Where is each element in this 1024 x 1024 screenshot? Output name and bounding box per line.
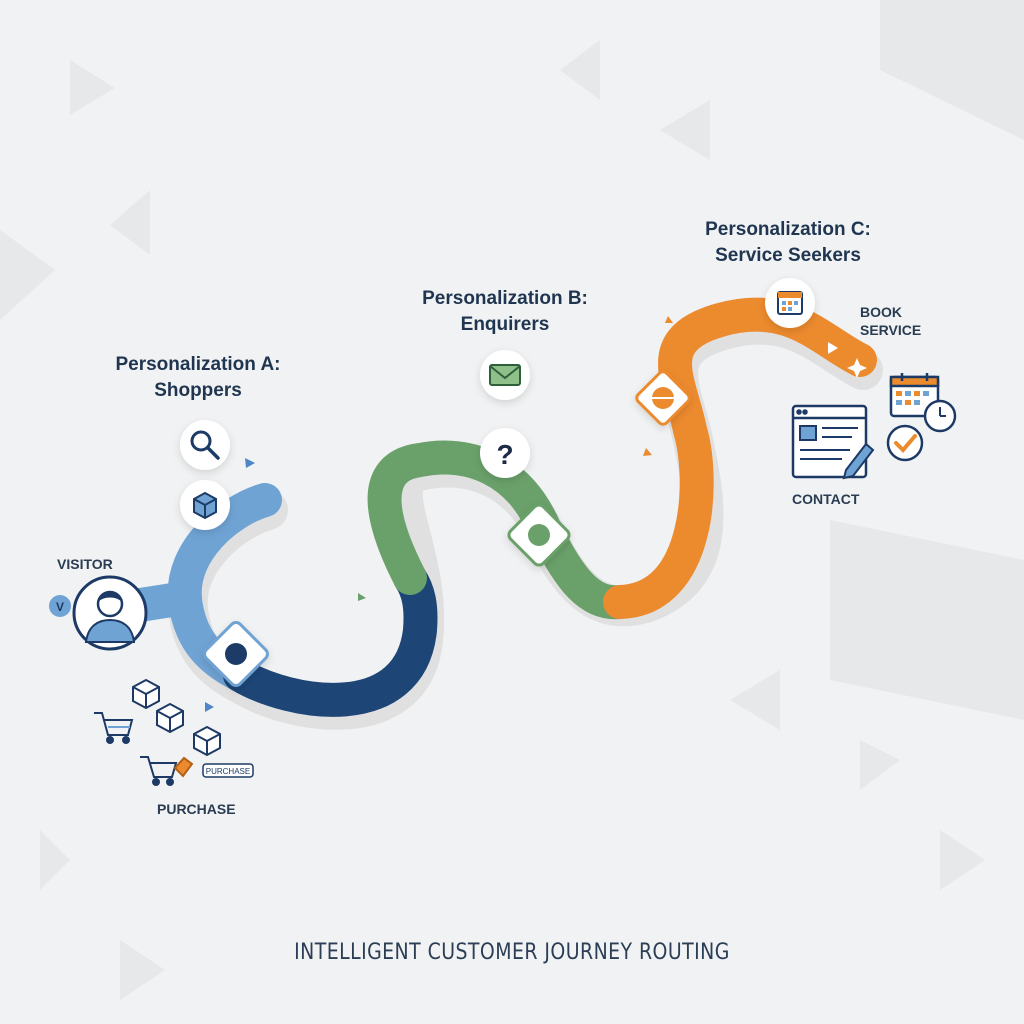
decision-node-b[interactable] xyxy=(506,502,571,567)
book-service-label: BOOK SERVICE xyxy=(860,303,921,339)
purchase-tag xyxy=(202,763,254,778)
heading-a-line2: Shoppers xyxy=(154,380,242,401)
visitor-label: VISITOR xyxy=(57,556,113,572)
cart-icon xyxy=(140,756,178,786)
background-shapes xyxy=(0,0,1024,1000)
svg-text:?: ? xyxy=(496,439,513,470)
path-sparkle xyxy=(847,358,867,378)
heading-c-line1: Personalization C: xyxy=(705,219,871,240)
tag-icon xyxy=(173,756,194,778)
heading-b-line2: Enquirers xyxy=(460,314,550,335)
decision-node-c[interactable] xyxy=(635,370,692,427)
purchase-label: PURCHASE xyxy=(157,801,236,817)
decision-node-a[interactable] xyxy=(202,620,270,688)
search-icon[interactable] xyxy=(180,420,230,470)
heading-personalization-b: Personalization B: Enquirers xyxy=(405,286,605,338)
visitor-badge-label: V xyxy=(56,600,64,614)
contact-label: CONTACT xyxy=(792,491,860,507)
book-label-line2: SERVICE xyxy=(860,322,922,338)
cart-icon xyxy=(94,712,134,744)
clock-icon xyxy=(923,399,957,433)
path-segment-navy xyxy=(223,561,438,717)
heading-personalization-c: Personalization C: Service Seekers xyxy=(683,217,893,269)
visitor-badge xyxy=(49,595,71,617)
box-icon xyxy=(132,678,160,710)
contact-icons xyxy=(791,373,957,480)
book-label-line1: BOOK xyxy=(860,304,902,320)
calendar-icon xyxy=(889,373,940,418)
visitor-avatar[interactable] xyxy=(72,575,148,651)
purchase-icons: PURCHASE xyxy=(94,678,254,786)
heading-c-line2: Service Seekers xyxy=(715,245,861,266)
pencil-icon xyxy=(842,442,875,480)
form-icon xyxy=(791,404,868,479)
heading-b-line1: Personalization B: xyxy=(422,288,588,309)
footer-title: INTELLIGENT CUSTOMER JOURNEY ROUTING xyxy=(294,940,730,965)
path-chevron xyxy=(828,342,838,354)
triangle-accents xyxy=(205,316,673,712)
envelope-icon[interactable] xyxy=(480,350,530,400)
path-segment-b xyxy=(367,440,637,620)
calendar-icon[interactable] xyxy=(765,278,815,328)
heading-a-line1: Personalization A: xyxy=(115,354,281,375)
heading-personalization-a: Personalization A: Shoppers xyxy=(98,352,298,404)
box-icon xyxy=(193,725,221,757)
question-icon[interactable]: ? xyxy=(480,428,530,478)
check-icon xyxy=(886,424,924,462)
purchase-tag-label: PURCHASE xyxy=(206,767,250,776)
box-icon xyxy=(156,702,184,734)
box-icon[interactable] xyxy=(180,480,230,530)
